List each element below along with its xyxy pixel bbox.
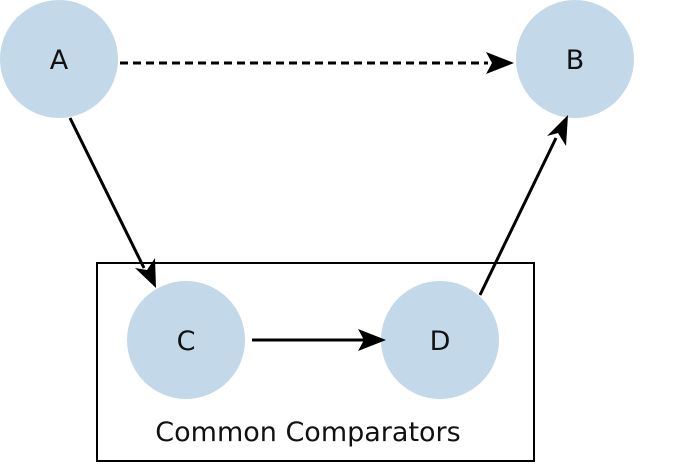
- node-b: B: [516, 0, 634, 118]
- node-b-label: B: [566, 45, 585, 76]
- edge-a-to-c: [68, 117, 146, 269]
- common-comparators-box: [96, 262, 535, 462]
- arrowhead-c-to-d: [358, 329, 386, 351]
- arrowhead-a-to-c: [135, 258, 156, 288]
- node-c-circle: [127, 281, 245, 399]
- node-d-circle: [381, 281, 499, 399]
- arrowhead-a-to-b: [486, 52, 514, 74]
- node-b-circle: [516, 0, 634, 118]
- edge-d-to-b: [478, 137, 558, 296]
- arrowhead-d-to-b: [547, 115, 568, 146]
- node-d: D: [381, 281, 499, 399]
- node-c-label: C: [177, 326, 196, 357]
- node-a-label: A: [50, 45, 69, 76]
- node-a-circle: [0, 0, 118, 118]
- node-d-label: D: [430, 326, 451, 357]
- common-comparators-label: Common Comparators: [155, 417, 460, 448]
- node-c: C: [127, 281, 245, 399]
- node-a: A: [0, 0, 118, 118]
